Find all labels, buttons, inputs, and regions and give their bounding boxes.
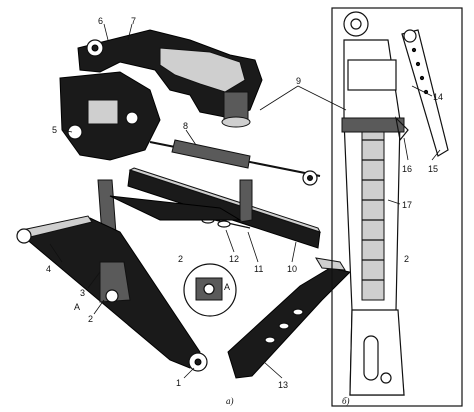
section-view [331,7,463,407]
lower-slot [363,335,379,381]
drawbar-top-face [128,167,321,233]
callout-labels: 6 7 5 8 9 10 11 12 4 3 2 1 13 14 15 16 1… [46,16,443,406]
hitch-assembly [16,29,352,379]
panel-b-label: б) [342,396,350,406]
section-frame [331,7,463,407]
pivot-pin-5 [67,124,83,140]
cylinder-base [221,116,251,128]
callout-3: 3 [80,288,85,298]
upper-link-eye-hole [307,175,313,181]
callout-12: 12 [229,254,239,264]
screw-threads [362,139,384,281]
latch-16 [395,116,409,142]
lower-pin [380,372,392,384]
detail-callout-A-right: A [224,282,230,292]
top-eye-hole [350,18,362,30]
callout-13: 13 [278,380,288,390]
adjuster-pin [105,289,119,303]
detail-callout-2: 2 [178,254,183,264]
callout-1: 1 [176,378,181,388]
leader-lines [49,23,441,379]
axle-housing [77,29,263,119]
lever-pivot [403,29,417,43]
detail-pin [203,283,215,295]
lift-rod-right [239,179,253,223]
lower-link-end-hole [194,358,202,366]
panel-a-label: а) [226,396,234,406]
callout-b-2: 2 [404,254,409,264]
lower-link-right [109,195,242,221]
pivot-pin-right [125,111,139,125]
callout-7: 7 [131,16,136,26]
housing-cover [87,99,119,125]
stabilizer-chain [264,308,304,344]
callout-11: 11 [254,264,263,274]
inner-screw [361,119,385,301]
lower-link-ball [16,228,32,244]
callout-10: 10 [287,264,297,274]
callout-14: 14 [433,92,443,102]
stabilizer-bar-face [315,257,346,271]
callout-17: 17 [402,200,412,210]
collar [341,117,405,133]
callout-8: 8 [183,121,188,131]
callout-6: 6 [98,16,103,26]
callout-5: 5 [52,125,57,135]
callout-2: 2 [88,314,93,324]
callout-16: 16 [402,164,412,174]
upper-link-body [171,139,251,169]
callout-15: 15 [428,164,438,174]
stabilizer-bar [227,267,352,379]
callout-4: 4 [46,264,51,274]
callout-9: 9 [296,76,301,86]
upper-housing [347,59,397,91]
shaft-hub [91,44,99,52]
detail-callout-A-left: A [74,302,80,312]
